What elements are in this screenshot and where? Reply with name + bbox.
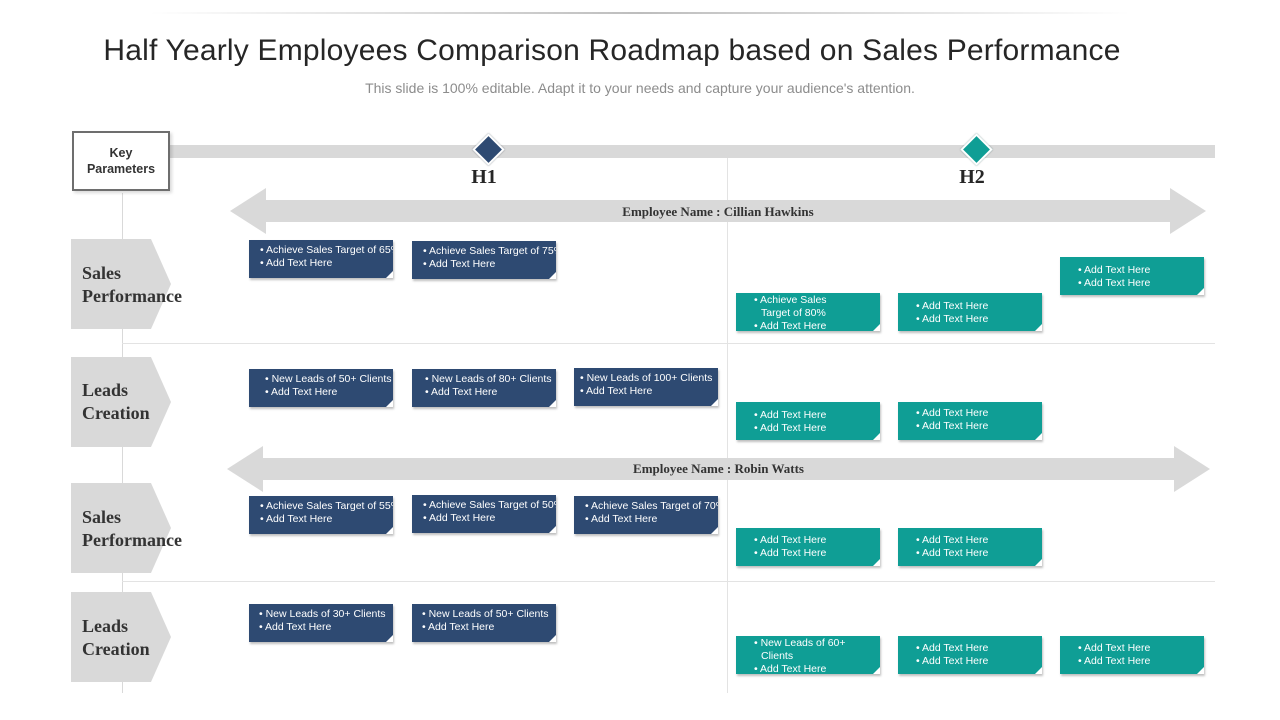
card-bullet: New Leads of 80+ Clients (425, 373, 552, 386)
card-bullet: Add Text Here (1078, 642, 1200, 655)
card-bullet: Add Text Here (754, 320, 876, 331)
row-label-line1: Leads (82, 616, 129, 636)
key-parameters-box: Key Parameters (72, 131, 170, 191)
card-bullet: Add Text Here (916, 407, 1038, 420)
row-label-line1: Leads (82, 380, 129, 400)
card-bullet: Add Text Here (422, 621, 552, 634)
card-bullet: Add Text Here (260, 257, 389, 270)
card-bullet: Add Text Here (265, 386, 389, 399)
employee-arrow-2 (227, 446, 1210, 492)
milestone-card[interactable]: Achieve Sales Target of 65% Add Text Her… (249, 240, 393, 278)
card-bullet: Add Text Here (425, 386, 552, 399)
card-bullet: New Leads of 50+ Clients (265, 373, 392, 386)
milestone-card[interactable]: Achieve Sales Target of 80% Add Text Her… (736, 293, 880, 331)
milestone-card[interactable]: Add Text Here Add Text Here (1060, 257, 1204, 295)
card-bullet: Add Text Here (754, 422, 876, 435)
card-bullet: Clients (761, 650, 794, 662)
milestone-card[interactable]: New Leads of 50+ Clients Add Text Here (249, 369, 393, 407)
milestone-card[interactable]: New Leads of 50+ Clients Add Text Here (412, 604, 556, 642)
phase-h1-label: H1 (471, 166, 497, 188)
card-bullet: Add Text Here (754, 663, 876, 674)
slide-subtitle: This slide is 100% editable. Adapt it to… (365, 80, 915, 96)
card-bullet: Target of 80% (761, 307, 826, 319)
phase-h2-label: H2 (959, 166, 985, 188)
card-bullet: Achieve Sales Target of 55% (260, 500, 393, 513)
card-bullet: Add Text Here (580, 385, 714, 398)
milestone-card[interactable]: Achieve Sales Target of 75% Add Text Her… (412, 241, 556, 279)
row-label-chevron (71, 592, 171, 682)
employee-arrow-1 (230, 188, 1206, 234)
milestone-card[interactable]: Achieve Sales Target of 50% Add Text Her… (412, 495, 556, 533)
slide-title: Half Yearly Employees Comparison Roadmap… (103, 34, 1121, 67)
half-divider-line (727, 158, 728, 693)
milestone-card[interactable]: Achieve Sales Target of 55% Add Text Her… (249, 496, 393, 534)
employee-name-label: Employee Name : Cillian Hawkins (622, 204, 814, 219)
card-bullet: Add Text Here (585, 513, 714, 526)
card-bullet: Add Text Here (1078, 277, 1200, 290)
row-label-line2: Performance (82, 286, 182, 306)
card-bullet: New Leads of 30+ Clients (259, 608, 389, 621)
row-divider (122, 581, 1215, 582)
card-bullet: Add Text Here (423, 512, 552, 525)
row-label-chevron (71, 357, 171, 447)
row-divider (122, 343, 1215, 344)
card-bullet: Add Text Here (916, 534, 1038, 547)
top-decor-line (150, 12, 1130, 14)
card-bullet: Achieve Sales Target of 75% (423, 245, 556, 258)
row-label-line2: Creation (82, 403, 150, 423)
card-bullet: Add Text Here (916, 655, 1038, 668)
milestone-card[interactable]: Add Text Here Add Text Here (736, 528, 880, 566)
card-bullet: Add Text Here (1078, 264, 1200, 277)
card-bullet: Add Text Here (916, 642, 1038, 655)
card-bullet: Add Text Here (916, 547, 1038, 560)
card-bullet: Add Text Here (916, 420, 1038, 433)
card-bullet: Add Text Here (260, 513, 389, 526)
milestone-card[interactable]: Add Text Here Add Text Here (1060, 636, 1204, 674)
row-label-line1: Sales (82, 507, 122, 527)
row-label-chevron (71, 483, 171, 573)
card-bullet: Achieve Sales Target of 70% (585, 500, 718, 513)
card-bullet: Add Text Here (754, 547, 876, 560)
card-bullet: New Leads of 50+ Clients (422, 608, 552, 621)
employee-name-label: Employee Name : Robin Watts (633, 461, 804, 476)
h2-milestone-diamond (960, 133, 993, 166)
card-bullet: Achieve Sales (754, 294, 876, 307)
milestone-card[interactable]: New Leads of 60+ Clients Add Text Here (736, 636, 880, 674)
milestone-card[interactable]: New Leads of 100+ Clients Add Text Here (574, 368, 718, 406)
milestone-card[interactable]: Achieve Sales Target of 70% Add Text Her… (574, 496, 718, 534)
card-bullet: Add Text Here (916, 313, 1038, 326)
card-bullet: Add Text Here (754, 409, 876, 422)
milestone-card[interactable]: Add Text Here Add Text Here (898, 402, 1042, 440)
h1-milestone-diamond (472, 133, 505, 166)
key-parameters-line1: Key (109, 146, 133, 160)
card-bullet: Achieve Sales Target of 50% (423, 499, 556, 512)
card-bullet: Add Text Here (423, 258, 552, 271)
card-bullet: Add Text Here (259, 621, 389, 634)
milestone-card[interactable]: Add Text Here Add Text Here (898, 636, 1042, 674)
card-bullet: Add Text Here (754, 534, 876, 547)
milestone-card[interactable]: New Leads of 80+ Clients Add Text Here (412, 369, 556, 407)
row-label-line1: Sales (82, 263, 122, 283)
milestone-card[interactable]: New Leads of 30+ Clients Add Text Here (249, 604, 393, 642)
row-label-line2: Performance (82, 530, 182, 550)
row-label-line2: Creation (82, 639, 150, 659)
card-bullet: Add Text Here (1078, 655, 1200, 668)
key-parameters-line2: Parameters (86, 162, 156, 176)
milestone-card[interactable]: Add Text Here Add Text Here (898, 293, 1042, 331)
timeline-bar (170, 145, 1215, 158)
card-bullet: New Leads of 60+ (754, 637, 876, 650)
card-bullet: Add Text Here (916, 300, 1038, 313)
card-bullet: Achieve Sales Target of 65% (260, 244, 393, 257)
milestone-card[interactable]: Add Text Here Add Text Here (898, 528, 1042, 566)
row-label-chevron (71, 239, 171, 329)
card-bullet: New Leads of 100+ Clients (580, 372, 714, 385)
milestone-card[interactable]: Add Text Here Add Text Here (736, 402, 880, 440)
